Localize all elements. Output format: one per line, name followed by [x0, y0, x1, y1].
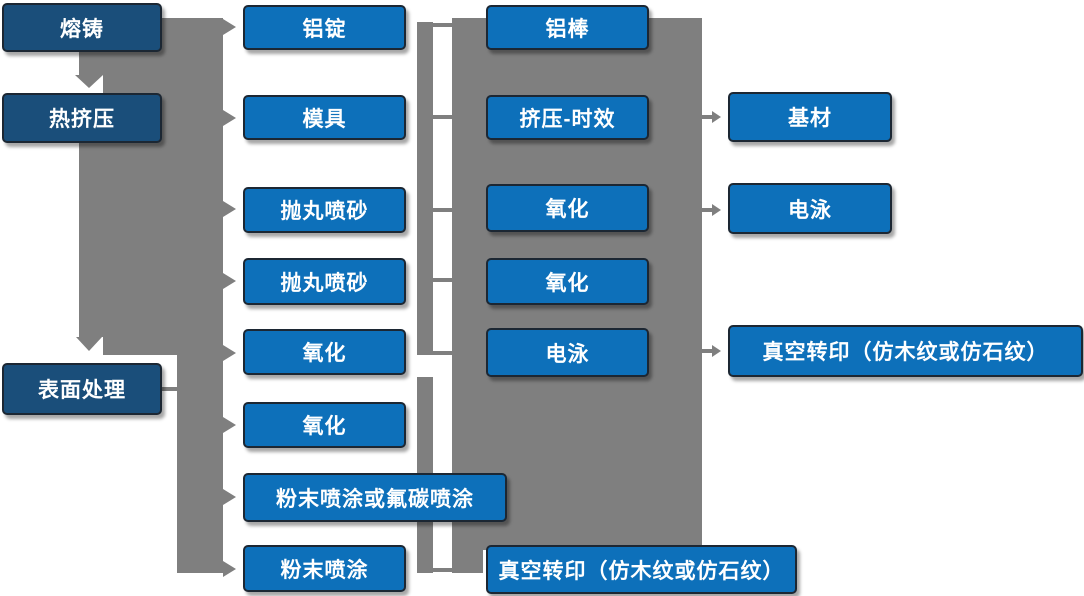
node-surface-treatment: 表面处理	[2, 363, 162, 415]
connector-left-band	[79, 143, 103, 337]
node-oxidation-4: 氧化	[486, 258, 649, 305]
connector-surface-link	[162, 387, 177, 391]
arrow-right-icon	[712, 111, 721, 123]
output-arrow-stem	[702, 349, 712, 353]
connector-main-band	[103, 18, 223, 355]
output-arrow-stem	[702, 115, 712, 119]
connector-right-bar	[177, 355, 223, 573]
node-powder-coating: 粉末喷涂	[243, 545, 406, 592]
arrow-right-icon	[223, 110, 236, 126]
node-shot-blasting-2: 抛丸喷砂	[243, 258, 406, 305]
arrow-right-icon	[223, 489, 236, 505]
arrow-right-icon	[223, 345, 236, 361]
junction-bar-upper	[417, 22, 433, 355]
junction-tick	[433, 568, 452, 572]
process-column-band-extension	[452, 550, 483, 573]
node-base-material: 基材	[728, 92, 892, 142]
arrow-right-icon	[223, 273, 236, 289]
arrow-right-icon	[223, 417, 236, 433]
junction-tick	[433, 208, 452, 212]
arrow-right-icon	[223, 19, 236, 35]
output-arrow-stem	[702, 208, 712, 212]
arrow-down-icon	[75, 75, 103, 88]
junction-tick	[433, 278, 452, 282]
node-melting-casting: 熔铸	[2, 3, 162, 52]
arrow-right-icon	[223, 201, 236, 217]
node-powder-or-fluorocarbon-coating: 粉末喷涂或氟碳喷涂	[243, 473, 507, 522]
node-oxidation-2: 氧化	[243, 402, 406, 448]
node-aluminum-ingot: 铝锭	[243, 5, 406, 50]
node-vacuum-transfer-print-1: 真空转印（仿木纹或仿石纹）	[486, 545, 797, 594]
node-mold: 模具	[243, 95, 406, 140]
node-oxidation-3: 氧化	[486, 184, 649, 232]
node-shot-blasting-1: 抛丸喷砂	[243, 187, 406, 233]
node-extrusion-aging: 挤压-时效	[486, 95, 649, 140]
junction-tick	[433, 351, 452, 355]
arrow-down-icon	[76, 337, 102, 351]
node-hot-extrusion: 热挤压	[2, 93, 162, 143]
node-oxidation-1: 氧化	[243, 329, 406, 375]
node-vacuum-transfer-print-2: 真空转印（仿木纹或仿石纹）	[728, 325, 1083, 377]
node-electrophoresis-1: 电泳	[486, 328, 649, 377]
node-aluminum-rod: 铝棒	[486, 5, 649, 50]
node-electrophoresis-2: 电泳	[728, 183, 892, 234]
junction-tick	[433, 23, 452, 27]
junction-tick	[433, 115, 452, 119]
arrow-right-icon	[712, 345, 721, 357]
arrow-right-icon	[223, 561, 236, 577]
arrow-right-icon	[712, 204, 721, 216]
